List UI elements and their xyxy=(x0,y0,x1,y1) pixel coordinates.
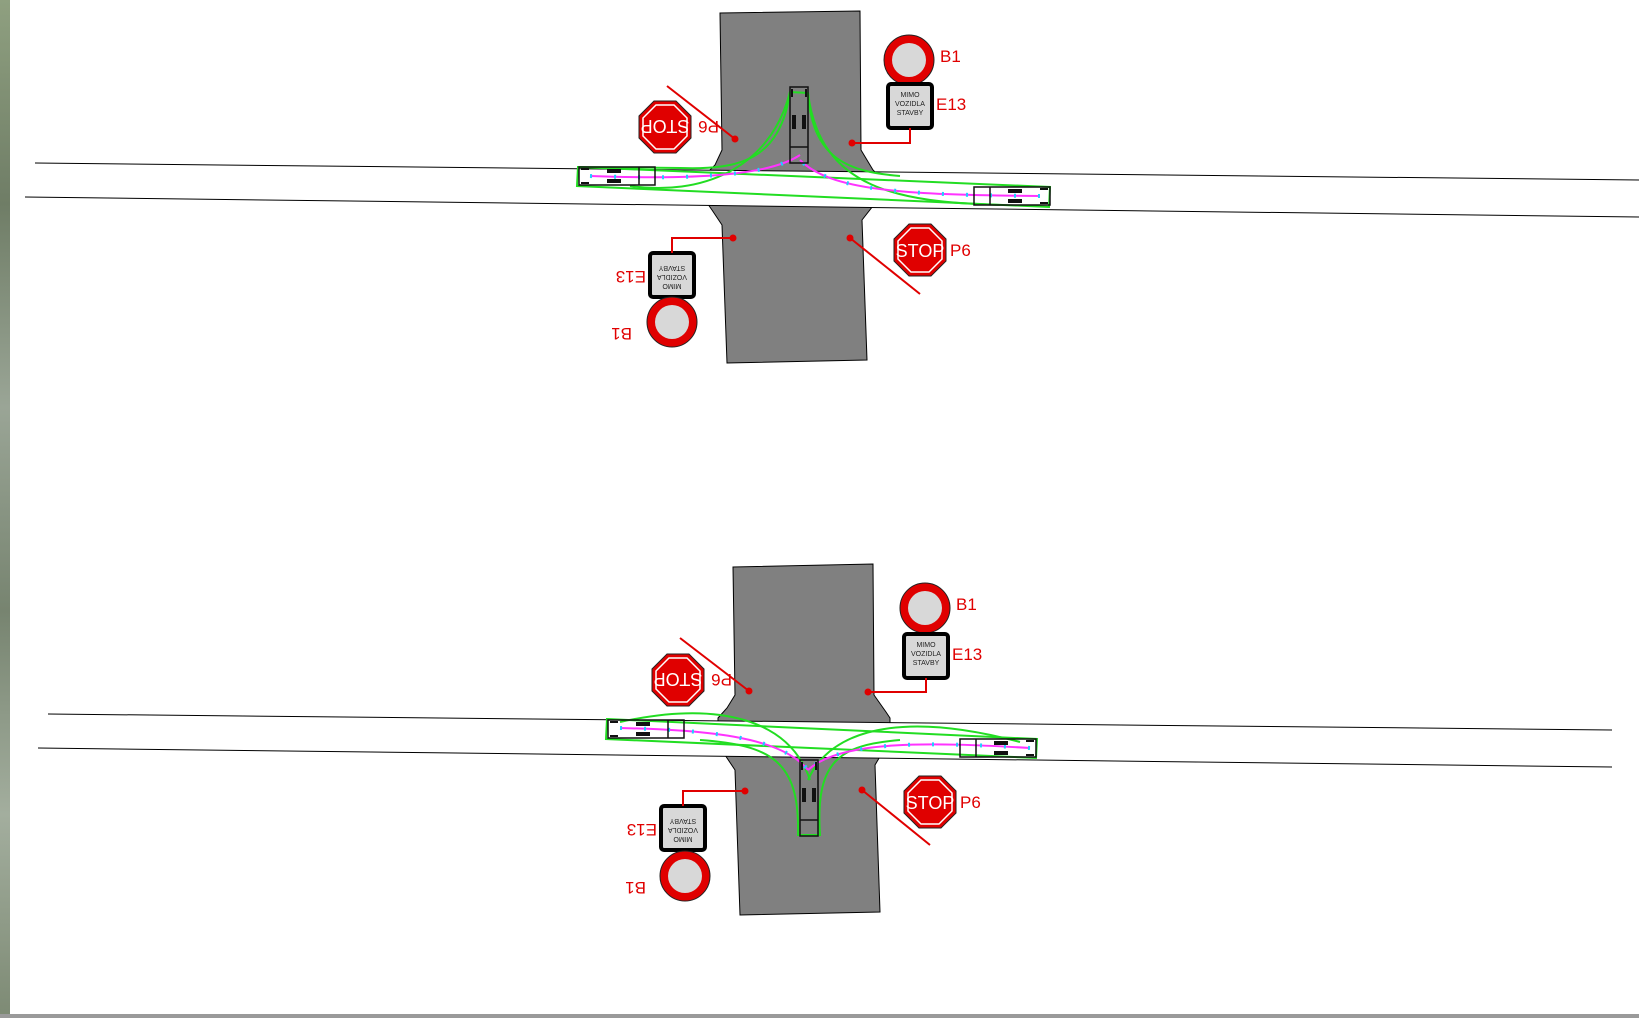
sign-e13-top: MIMO VOZIDLA STAVBY E13 xyxy=(864,632,982,696)
sign-e13-label: E13 xyxy=(952,645,982,664)
main-road-edge-top xyxy=(47,713,1613,731)
main-road-edge-bottom xyxy=(37,747,1613,768)
sign-e13-text: VOZIDLA xyxy=(911,651,941,658)
sign-e13-text: STAVBY xyxy=(913,660,940,667)
sign-e13-text: MIMO xyxy=(662,282,682,289)
sign-e13-text: MIMO xyxy=(916,642,936,649)
sign-e13-text: STAVBY xyxy=(897,110,924,117)
sign-e13-text: STAVBY xyxy=(658,264,685,271)
sign-e13-text: VOZIDLA xyxy=(668,826,698,833)
sign-e13-text: VOZIDLA xyxy=(895,101,925,108)
sign-p6-label: P6 xyxy=(950,241,971,260)
sign-b1-label: B1 xyxy=(940,47,961,66)
sign-e13-top: MIMO VOZIDLA STAVBY E13 xyxy=(848,82,966,147)
bottom-edge-bar xyxy=(0,1014,1639,1018)
sign-e13-bottom: MIMO VOZIDLA STAVBY E13 xyxy=(616,234,737,299)
main-road-surface xyxy=(38,714,1612,767)
sign-e13-text: MIMO xyxy=(900,92,920,99)
sign-b1-bottom: B1 xyxy=(611,296,698,348)
sign-p6-bottom: STOP P6 xyxy=(858,775,981,846)
left-edge-strip xyxy=(0,0,10,1018)
sign-b1-bottom: B1 xyxy=(625,850,711,902)
main-road-surface xyxy=(25,163,1639,217)
sign-b1-label: B1 xyxy=(611,324,632,343)
sign-p6-text: STOP xyxy=(896,241,945,261)
sign-b1-label: B1 xyxy=(625,878,646,897)
sign-e13-label: E13 xyxy=(616,267,646,286)
sign-p6-text: STOP xyxy=(654,669,703,689)
sign-e13-label: E13 xyxy=(627,820,657,839)
sign-p6-top: STOP P6 xyxy=(651,637,753,707)
main-road-edge-top xyxy=(34,162,1639,181)
sign-e13-label: E13 xyxy=(936,95,966,114)
sign-b1-label: B1 xyxy=(956,595,977,614)
sign-p6-bottom: STOP P6 xyxy=(846,223,971,295)
sign-p6-text: STOP xyxy=(641,116,690,136)
sign-b1-top: B1 xyxy=(899,582,977,634)
main-road-edge-bottom xyxy=(24,196,1639,218)
sign-e13-text: VOZIDLA xyxy=(657,273,687,280)
trajectory-lines xyxy=(619,726,1031,772)
sign-e13-bottom: MIMO VOZIDLA STAVBY E13 xyxy=(627,787,749,852)
sign-p6-label: P6 xyxy=(960,793,981,812)
sign-b1-top: B1 xyxy=(883,34,961,86)
sign-e13-text: MIMO xyxy=(673,835,693,842)
scenario-bottom: B1 MIMO VOZIDLA STAVBY E13 STOP P6 STOP … xyxy=(37,563,1613,916)
sign-p6-text: STOP xyxy=(906,793,955,813)
sign-e13-text: STAVBY xyxy=(669,817,696,824)
sign-p6-label: P6 xyxy=(711,670,732,689)
scenario-top: B1 MIMO VOZIDLA STAVBY E13 STOP P6 STOP … xyxy=(24,10,1639,364)
sign-p6-label: P6 xyxy=(698,117,719,136)
sign-p6-top: STOP P6 xyxy=(638,85,739,154)
